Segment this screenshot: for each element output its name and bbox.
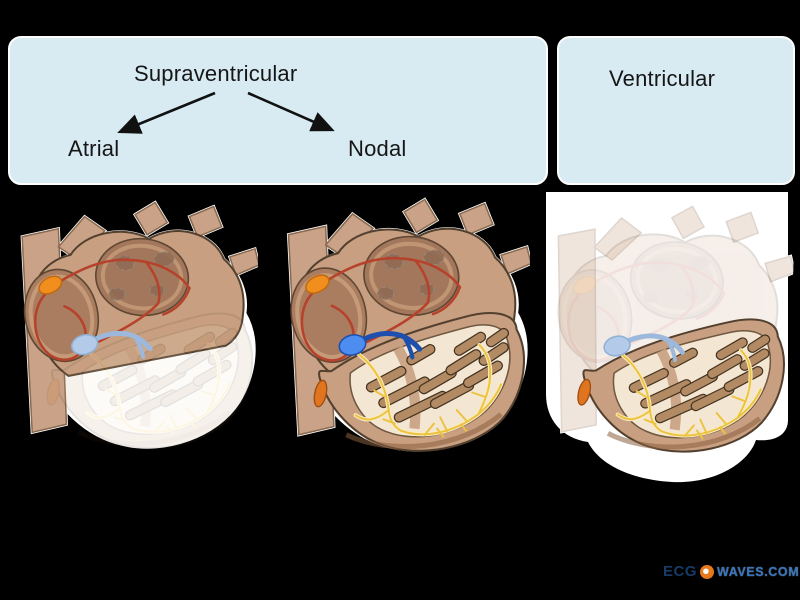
supraventricular-label: Supraventricular xyxy=(134,61,298,86)
heart-illustration-ventricular xyxy=(534,193,796,470)
ventricular-label: Ventricular xyxy=(609,66,716,91)
watermark-logo: ECG WAVES.COM xyxy=(663,563,799,580)
arrow-to-nodal xyxy=(247,91,335,132)
nodal-label: Nodal xyxy=(348,136,407,161)
ventricular-panel: Ventricular xyxy=(557,36,795,185)
heart-illustration-nodal xyxy=(272,191,530,465)
branch-arrows xyxy=(117,91,335,134)
atrial-label: Atrial xyxy=(68,136,120,161)
logo-text-prefix: ECG xyxy=(663,563,698,580)
heart-illustration-atrial xyxy=(6,194,258,462)
supraventricular-panel: Supraventricular Atrial Nodal xyxy=(8,36,548,185)
logo-text-suffix: WAVES.COM xyxy=(717,564,800,579)
arrow-to-atrial xyxy=(117,91,216,134)
swirl-icon xyxy=(700,564,715,579)
